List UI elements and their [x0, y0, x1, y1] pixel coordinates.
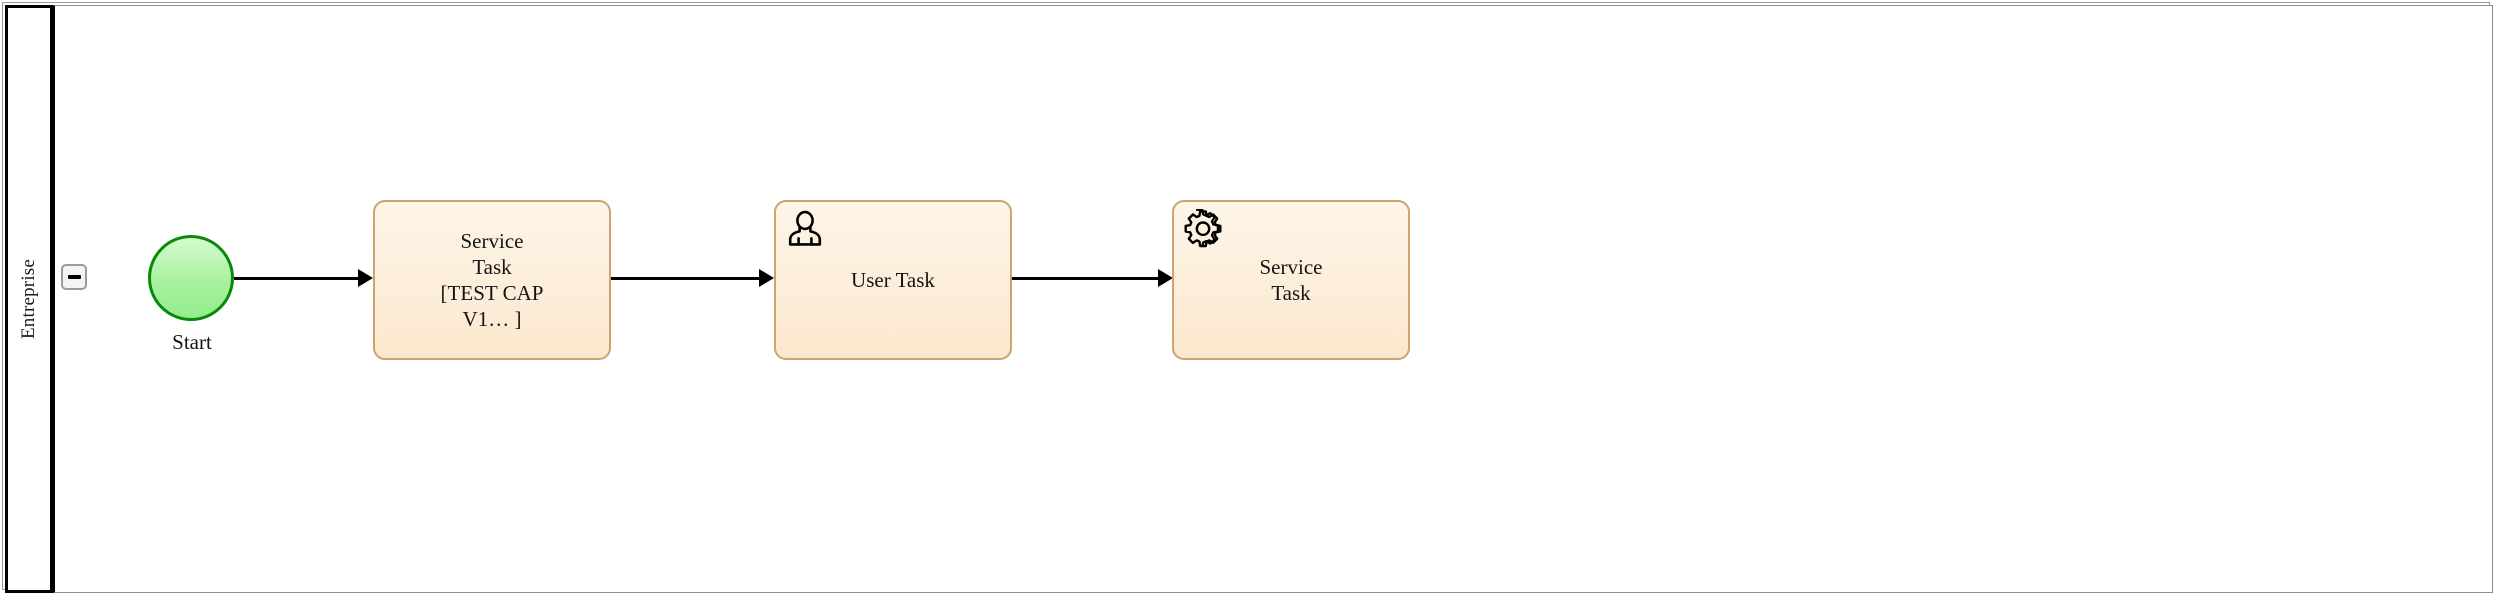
sequence-flow-2[interactable]: [611, 277, 759, 280]
sequence-flow-1-arrowhead: [358, 269, 373, 287]
task-user-label: User Task: [851, 267, 935, 292]
pool-label: Entreprise: [18, 258, 40, 340]
collapse-toggle-button[interactable]: [61, 264, 87, 290]
task-service-test-cap-label: Service Task [TEST CAP V1… ]: [440, 228, 544, 332]
start-event-label: Start: [172, 330, 212, 354]
sequence-flow-3-arrowhead: [1158, 269, 1173, 287]
gear-icon: [1183, 209, 1223, 249]
user-icon: [785, 209, 825, 249]
minus-icon: [67, 275, 81, 279]
task-service[interactable]: Service Task: [1172, 200, 1410, 360]
task-service-label: Service Task: [1259, 254, 1323, 305]
sequence-flow-1[interactable]: [234, 277, 358, 280]
pool-header[interactable]: Entreprise: [5, 5, 53, 593]
start-event[interactable]: [148, 235, 234, 321]
task-service-test-cap[interactable]: Service Task [TEST CAP V1… ]: [373, 200, 611, 360]
sequence-flow-2-arrowhead: [759, 269, 774, 287]
sequence-flow-3[interactable]: [1012, 277, 1158, 280]
task-user[interactable]: User Task: [774, 200, 1012, 360]
